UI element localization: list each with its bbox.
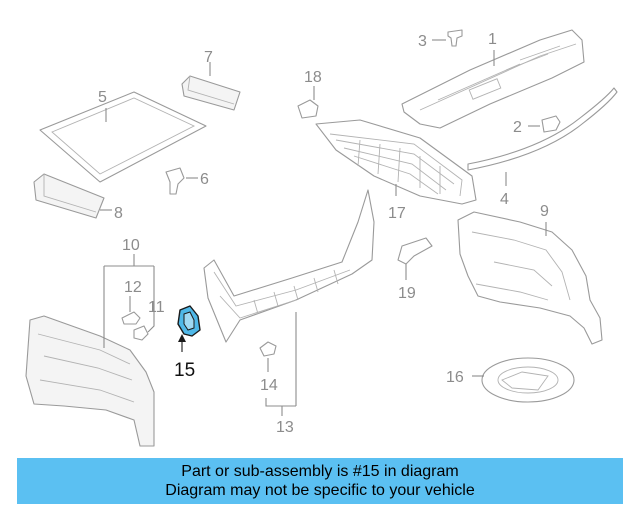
callout-3: 3 (418, 33, 427, 50)
part-14-grommet[interactable] (259, 341, 277, 357)
part-4-trim-strip[interactable] (467, 87, 618, 171)
banner-line-2: Diagram may not be specific to your vehi… (165, 482, 475, 499)
part-16-wheel-ring[interactable] (481, 357, 575, 403)
part-10-side-panel[interactable] (25, 315, 155, 447)
info-banner: Part or sub-assembly is #15 in diagram D… (17, 458, 623, 504)
callout-18: 18 (304, 69, 322, 86)
part-9-side-trim-panel[interactable] (457, 211, 603, 345)
callout-10: 10 (122, 237, 140, 254)
callout-8: 8 (114, 205, 123, 222)
callout-1: 1 (488, 31, 497, 48)
part-17-rear-panel-cover[interactable] (315, 119, 477, 205)
callout-4: 4 (500, 191, 509, 208)
part-7-block[interactable] (181, 75, 241, 111)
part-2-bracket[interactable] (541, 115, 561, 133)
callout-15-arrow (178, 334, 186, 342)
banner-line-1: Part or sub-assembly is #15 in diagram (181, 463, 459, 480)
part-6-clip[interactable] (165, 167, 185, 195)
part-15-highlighted[interactable] (177, 305, 201, 337)
rear-sill-trim (203, 189, 375, 343)
callout-19: 19 (398, 285, 416, 302)
callout-7: 7 (204, 49, 213, 66)
callout-2: 2 (513, 119, 522, 136)
callout-17: 17 (388, 205, 406, 222)
callout-14: 14 (260, 377, 278, 394)
callout-6: 6 (200, 171, 209, 188)
callout-13: 13 (276, 419, 294, 436)
part-3-clip[interactable] (447, 29, 463, 47)
callout-9: 9 (540, 203, 549, 220)
callout-16: 16 (446, 369, 464, 386)
callout-11: 11 (148, 299, 165, 316)
part-8-block[interactable] (33, 173, 105, 219)
parts-diagram: 1 3 2 4 5 7 6 8 18 (25, 29, 618, 447)
callout-15: 15 (174, 360, 195, 381)
part-18-clip[interactable] (297, 99, 319, 119)
part-19-bracket[interactable] (397, 237, 433, 265)
part-1-package-tray[interactable] (401, 29, 585, 129)
callout-5: 5 (98, 89, 107, 106)
part-12-clip[interactable] (121, 311, 141, 325)
part-11-clip[interactable] (133, 325, 149, 341)
callout-12: 12 (124, 279, 142, 296)
part-5-floor-panel[interactable] (39, 91, 207, 183)
